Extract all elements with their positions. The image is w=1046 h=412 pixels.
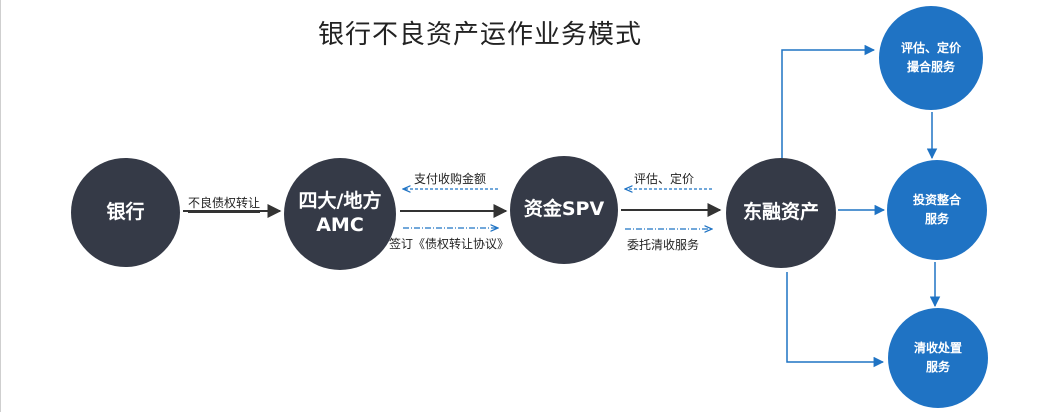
node-service-collect-line2: 服务: [925, 360, 950, 374]
node-service-invest-line1: 投资整合: [912, 193, 961, 208]
edge-label-bank-to-amc: 不良债权转让: [188, 194, 261, 213]
node-amc-line1: 四大/地方: [298, 190, 382, 213]
arrow-dongrong-to-collect: [786, 272, 885, 368]
node-amc: 四大/地方 AMC: [284, 158, 396, 270]
edge-label-spv-to-dongrong-entrust: 委托清收服务: [627, 238, 700, 252]
node-service-eval: 评估、定价 撮合服务: [879, 6, 983, 110]
node-service-invest: 投资整合 服务: [887, 160, 987, 260]
node-service-invest-line2: 服务: [924, 212, 949, 226]
node-spv: 资金SPV: [510, 156, 618, 264]
edge-label-dongrong-to-spv-eval: 评估、定价: [634, 172, 695, 186]
diagram-title: 银行不良资产运作业务模式: [317, 20, 642, 50]
edge-label-spv-to-amc-pay: 支付收购金额: [414, 172, 487, 186]
left-border: [0, 0, 1, 412]
node-dongrong: 东融资产: [726, 158, 836, 268]
arrow-dongrong-to-eval: [781, 44, 876, 160]
node-bank: 银行: [71, 158, 180, 267]
node-service-eval-line2: 撮合服务: [906, 60, 955, 74]
node-service-collect-line1: 清收处置: [913, 341, 962, 356]
node-service-eval-line1: 评估、定价: [900, 41, 961, 56]
edge-label-amc-to-spv-agreement: 签订《债权转让协议》: [389, 237, 510, 251]
node-service-collect: 清收处置 服务: [888, 308, 988, 408]
node-amc-line2: AMC: [316, 214, 364, 236]
